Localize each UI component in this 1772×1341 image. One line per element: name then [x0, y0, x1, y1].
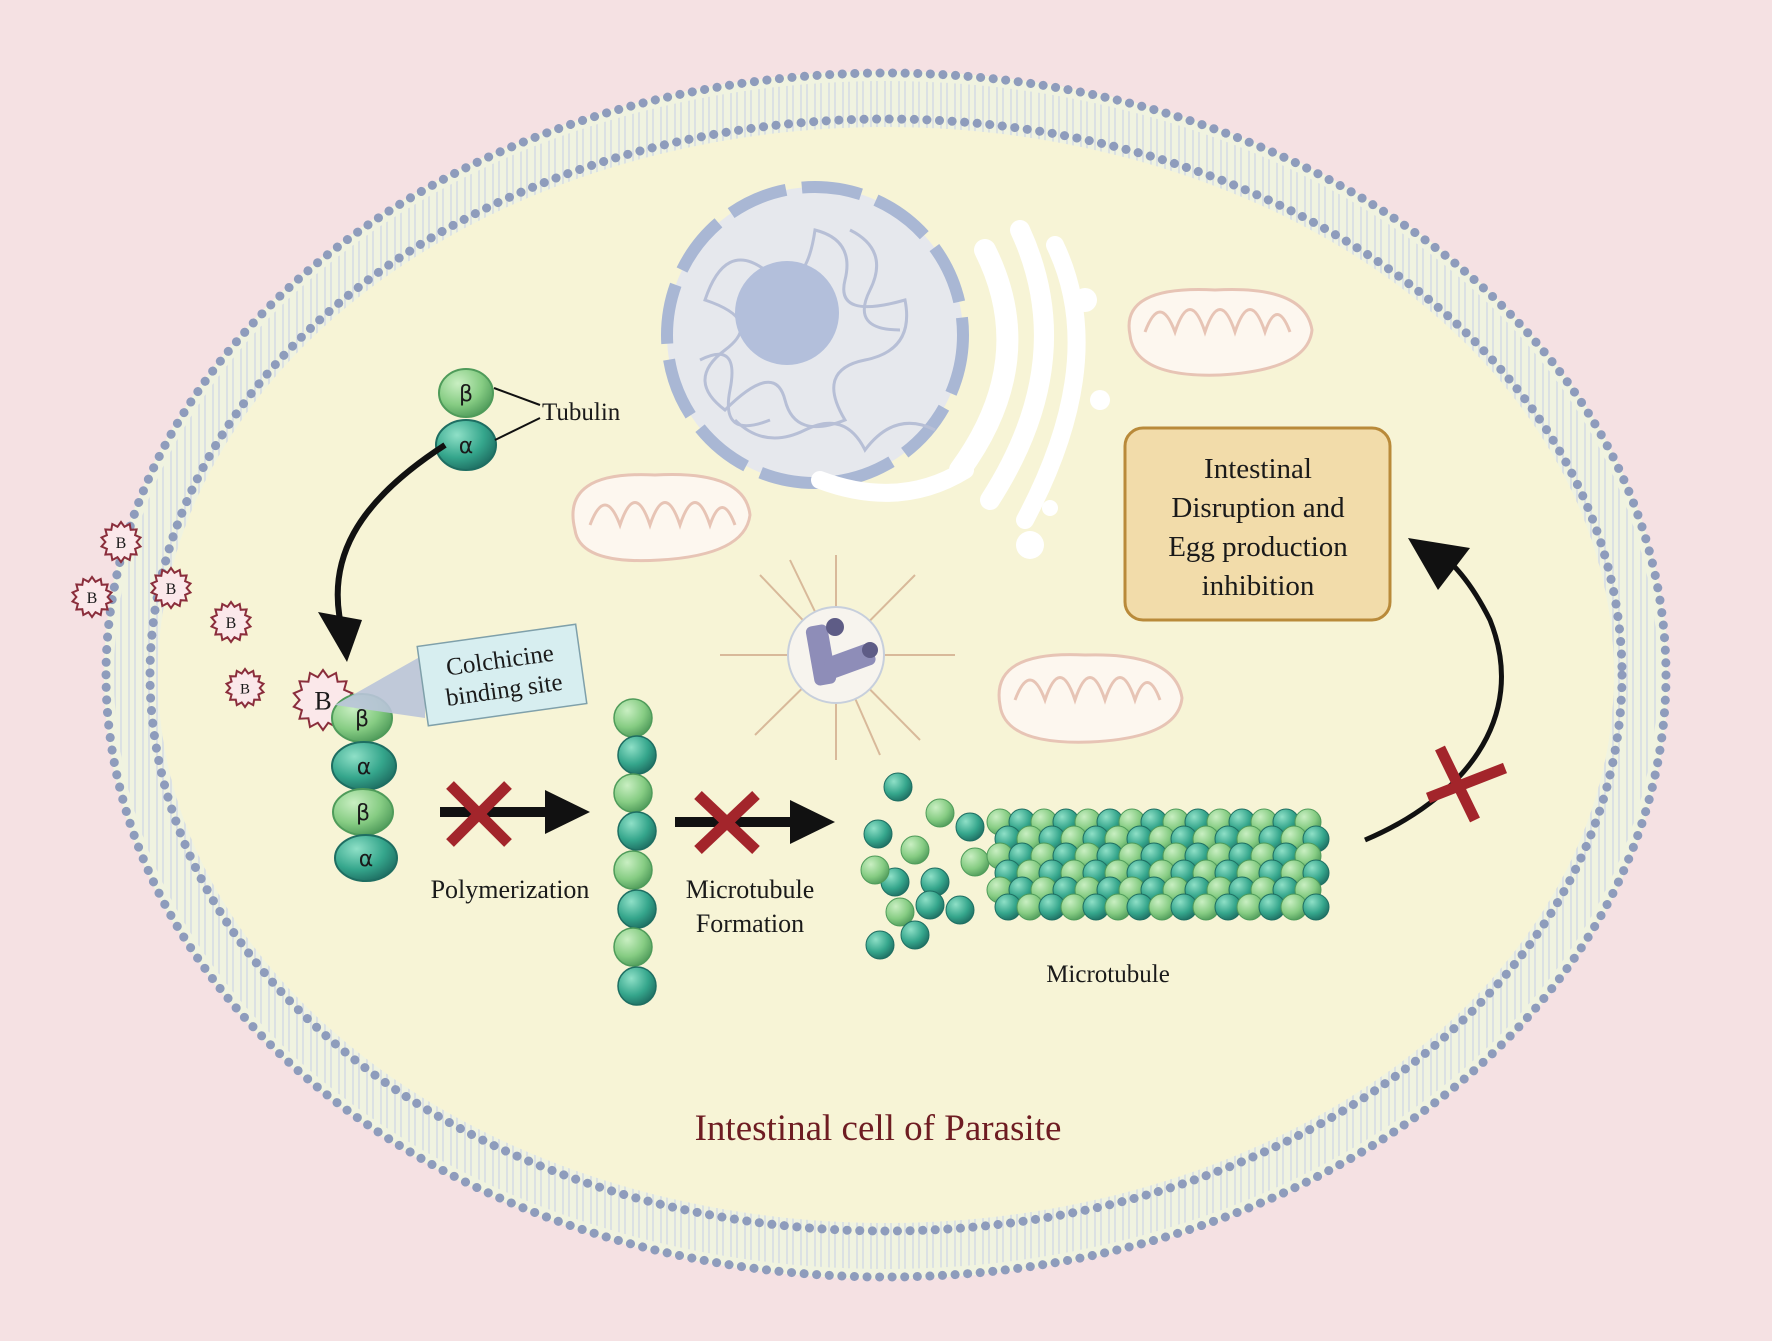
- protofilament-chain: [613, 698, 657, 1006]
- binding-arrow: [334, 442, 447, 641]
- polymerization-label: Polymerization: [431, 875, 590, 904]
- centrosome-icon: [720, 555, 955, 760]
- alpha-subunit: [1302, 893, 1330, 921]
- alpha-subunit: [865, 930, 895, 960]
- beta-subunit: [613, 698, 653, 738]
- drug-symbol: B: [240, 681, 250, 697]
- polymerization-blocked-arrow: [440, 781, 590, 847]
- golgi-apparatus-icon: [811, 220, 1110, 559]
- microtubule-icon: [860, 772, 1330, 960]
- inhibition-cross-icon: [694, 791, 760, 854]
- inhibition-cross-icon: [1426, 745, 1507, 823]
- mitochondrion-icon: [1127, 288, 1314, 377]
- drug-molecule-icon: B: [99, 520, 143, 564]
- outcome-arrow-head: [1408, 538, 1470, 590]
- mitochondrion-icon: [571, 473, 752, 563]
- drug-molecule-icon: B: [149, 566, 193, 610]
- alpha-subunit: [617, 966, 657, 1006]
- beta-symbol: β: [355, 707, 369, 732]
- beta-symbol: β: [356, 801, 370, 826]
- alpha-subunit: [617, 811, 657, 851]
- outcome-label-line2: Disruption and: [1171, 492, 1345, 524]
- outcome-arrow: [1364, 552, 1504, 843]
- alpha-symbol: α: [357, 755, 372, 780]
- alpha-subunit: [900, 920, 930, 950]
- alpha-subunit: [617, 889, 657, 929]
- cytoplasm: [158, 127, 1614, 1223]
- microtubule-formation-label-line2: Formation: [696, 909, 804, 938]
- inhibition-cross-icon: [446, 781, 512, 847]
- alpha-subunit: [945, 895, 975, 925]
- beta-subunit: [613, 773, 653, 813]
- drug-symbol: B: [87, 590, 98, 607]
- alpha-subunit: α: [331, 741, 397, 791]
- alpha-subunit: [955, 812, 985, 842]
- microtubule-label: Microtubule: [1046, 961, 1170, 988]
- drug-symbol: B: [116, 535, 127, 552]
- beta-subunit: [925, 798, 955, 828]
- beta-subunit: [885, 897, 915, 927]
- alpha-subunit: α: [334, 834, 398, 882]
- beta-symbol: β: [459, 382, 473, 407]
- alpha-symbol: α: [359, 847, 374, 872]
- alpha-subunit: [883, 772, 913, 802]
- drug-symbol: B: [314, 686, 331, 715]
- beta-subunit: β: [332, 788, 394, 836]
- alpha-subunit: [863, 819, 893, 849]
- colchicine-binding-site-callout: Colchicine binding site: [335, 623, 588, 727]
- beta-subunit: [613, 927, 653, 967]
- outcome-label-line3: Egg production: [1168, 531, 1348, 563]
- drug-molecule-icon: B: [209, 600, 253, 644]
- microtubule-formation-label-line1: Microtubule: [686, 875, 815, 904]
- outcome-label-line4: inhibition: [1202, 570, 1315, 602]
- drug-symbol: B: [166, 581, 177, 598]
- beta-subunit: [900, 835, 930, 865]
- nucleus-icon: [661, 181, 969, 489]
- drug-molecule-icon: B: [70, 575, 114, 619]
- alpha-subunit: [617, 735, 657, 775]
- cell-title: Intestinal cell of Parasite: [695, 1108, 1062, 1149]
- beta-subunit: β: [438, 368, 494, 418]
- beta-subunit: [860, 855, 890, 885]
- alpha-symbol: α: [459, 434, 474, 459]
- binding-arrow-head: [318, 612, 362, 662]
- outcome-label-line1: Intestinal: [1204, 453, 1312, 485]
- microtubule-formation-blocked-arrow: [675, 791, 835, 854]
- tubulin-leader-lines: [493, 387, 541, 441]
- beta-subunit: [613, 850, 653, 890]
- mitochondrion-icon: [997, 653, 1184, 744]
- beta-subunit: [960, 847, 990, 877]
- outcome-box: Intestinal Disruption and Egg production…: [1123, 426, 1392, 622]
- drug-molecule-icon: B: [224, 667, 266, 709]
- tubulin-dimer: βα: [435, 368, 497, 471]
- alpha-subunit: α: [435, 419, 497, 471]
- tubulin-label: Tubulin: [542, 399, 621, 426]
- drug-symbol: B: [226, 615, 237, 632]
- alpha-subunit: [915, 890, 945, 920]
